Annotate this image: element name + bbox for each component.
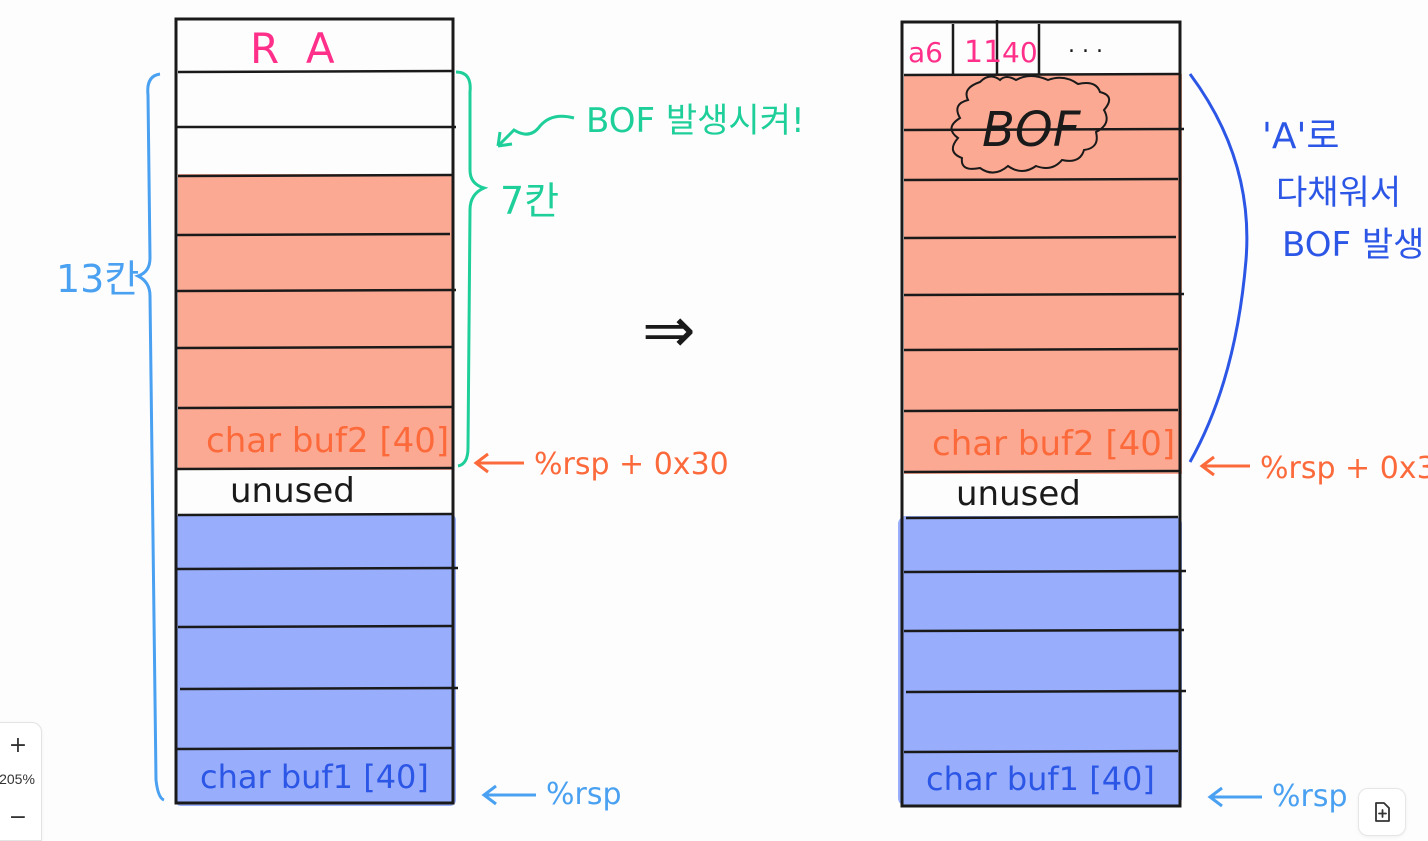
right-stack-diagram: a6 11 40 . . . BOF char buf2 [40] unused… — [898, 20, 1428, 814]
left-13-label: 13칸 — [56, 257, 139, 301]
zoom-out-button[interactable]: − — [8, 804, 28, 830]
add-page-icon — [1375, 802, 1390, 822]
left-buf1-label: char buf1 [40] — [200, 758, 429, 796]
left-row-dividers — [175, 69, 459, 751]
left-7-label: 7칸 — [500, 179, 559, 223]
right-ra-cell-40: 40 — [1002, 36, 1038, 69]
left-stack-outline — [174, 17, 455, 805]
left-salmon-fill — [178, 174, 454, 470]
left-rsp-label: %rsp — [546, 777, 622, 812]
zoom-in-button[interactable]: + — [8, 732, 28, 758]
right-fill-arc — [1188, 73, 1249, 463]
left-unused-label: unused — [230, 471, 355, 511]
zoom-level: 205% — [0, 771, 35, 787]
right-ra-cell-ellipsis: . . . — [1068, 33, 1103, 58]
right-note-line2: 다채워서 — [1276, 173, 1401, 213]
transition-arrow: ⇒ — [642, 294, 696, 368]
right-blue-fill — [898, 516, 1182, 806]
left-rsp30-label: %rsp + 0x30 — [534, 447, 729, 482]
right-note-line3: BOF 발생! — [1282, 225, 1428, 265]
right-buf2-label: char buf2 [40] — [932, 424, 1175, 464]
left-7-bracket — [455, 70, 489, 468]
right-note-line1: 'A'로 — [1262, 116, 1340, 157]
left-bof-note: BOF 발생시켜! — [586, 101, 805, 141]
left-rsp30-arrow — [473, 452, 524, 474]
left-13-bracket — [134, 72, 165, 802]
right-stack-outline — [900, 20, 1182, 808]
right-rsp30-label: %rsp + 0x30 — [1260, 451, 1428, 486]
add-page-button[interactable] — [1358, 788, 1406, 836]
right-unused-label: unused — [956, 474, 1081, 514]
bof-burst-label: BOF — [982, 102, 1082, 158]
left-buf2-label: char buf2 [40] — [206, 421, 449, 461]
left-stack-diagram: R A char buf2 [40] unused char buf1 [40]… — [56, 17, 805, 812]
left-rsp-arrow — [481, 784, 536, 806]
right-rsp-arrow — [1207, 786, 1262, 808]
right-buf1-label: char buf1 [40] — [926, 760, 1155, 798]
right-row-dividers — [903, 72, 1187, 754]
bof-burst-outline — [950, 75, 1111, 174]
left-bof-arrow — [496, 114, 575, 148]
left-ra-label: R A — [250, 24, 335, 73]
zoom-panel: + 205% − — [0, 722, 42, 841]
right-ra-cell-dividers — [951, 20, 1041, 74]
left-blue-fill — [175, 514, 456, 806]
right-rsp30-arrow — [1199, 455, 1250, 477]
right-salmon-fill — [904, 74, 1182, 474]
right-ra-cell-11: 11 — [964, 35, 1002, 70]
right-ra-cell-a6: a6 — [908, 36, 943, 69]
right-rsp-label: %rsp — [1272, 779, 1348, 814]
